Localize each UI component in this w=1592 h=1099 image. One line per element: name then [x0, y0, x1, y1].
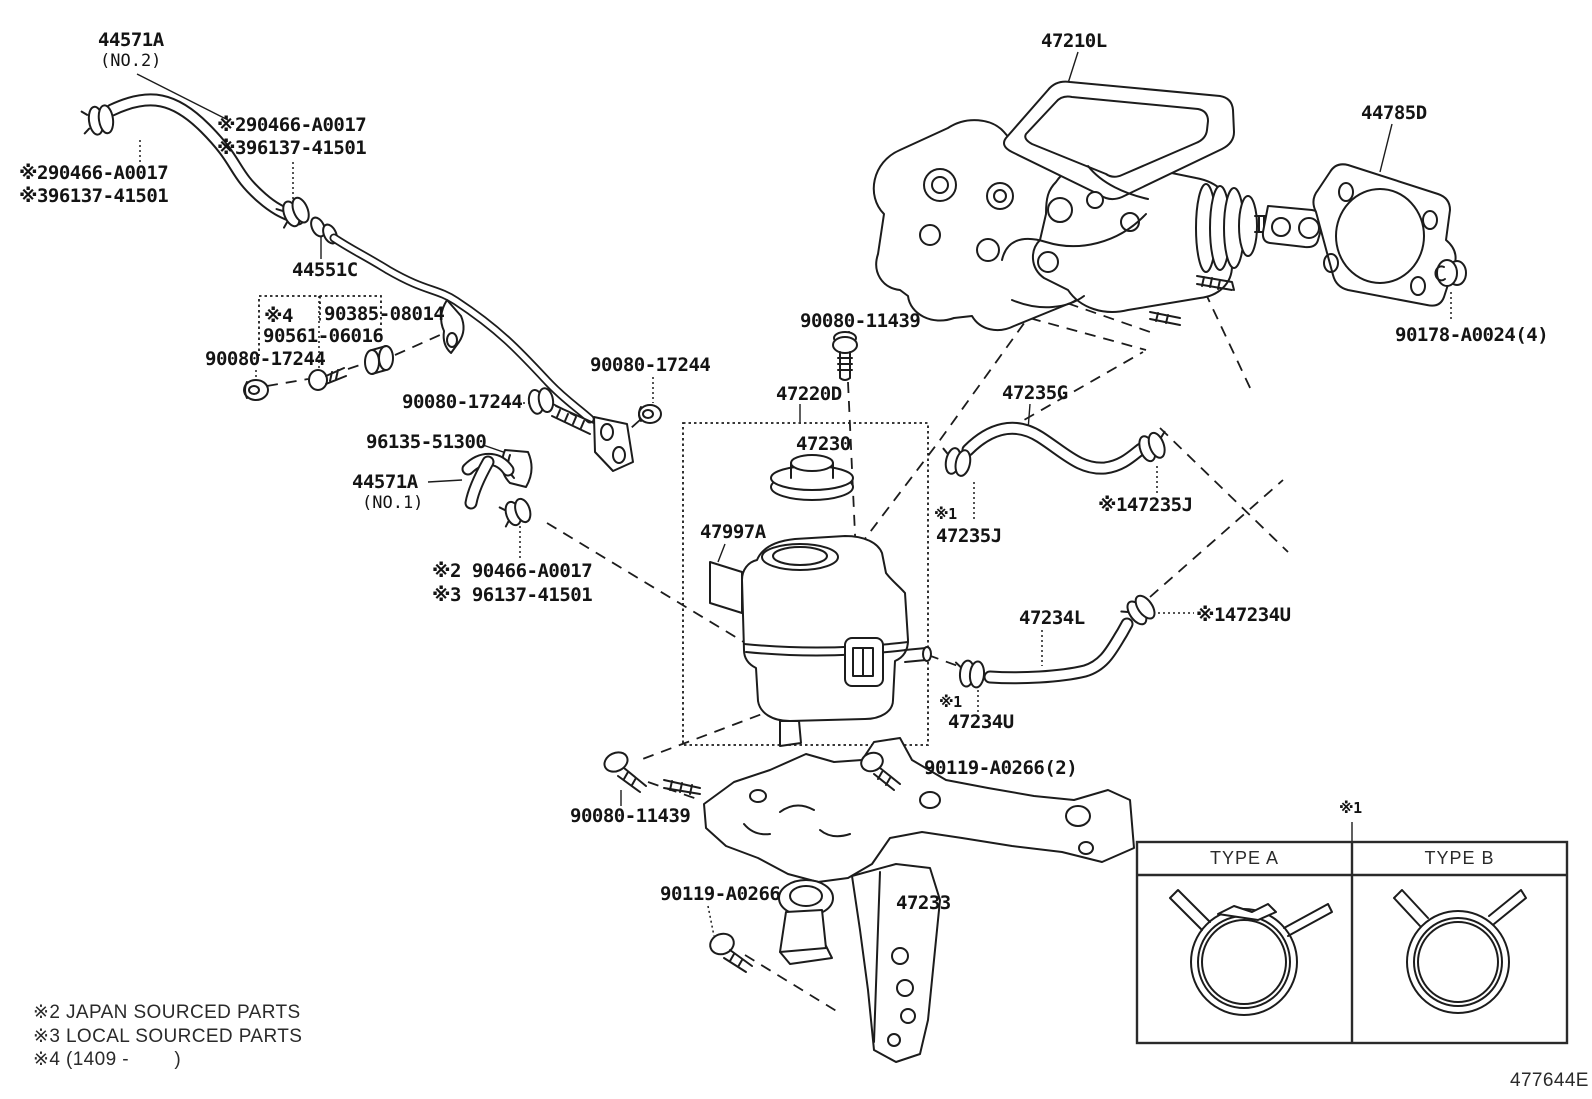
part-label-90561: 90561-06016 [263, 325, 384, 347]
part-label-90466-ref2: ※2 90466-A0017 [432, 560, 593, 582]
part-label-47220d: 47220D [776, 383, 842, 405]
part-label-396137-top: ※396137-41501 [217, 137, 367, 159]
clamp-table-header-type-b: TYPE B [1424, 848, 1495, 868]
part-label-47233: 47233 [896, 892, 951, 914]
hose-clamp-icon [498, 497, 532, 528]
reservoir-tank [741, 535, 932, 747]
ref-label-1-table: ※1 [1339, 799, 1362, 817]
hose-clamp-icon [942, 447, 972, 477]
part-label-90080-17244-b: 90080-17244 [590, 354, 711, 376]
part-label-90080-11439-bot: 90080-11439 [570, 805, 691, 827]
pipe-end-fasteners [527, 331, 858, 424]
hose-44571a-no1 [461, 452, 532, 528]
bracket-47233 [603, 737, 1135, 1063]
clamp-type-b-drawing [1393, 889, 1527, 1014]
reservoir-group-box [682, 422, 932, 747]
nut-icon [243, 379, 269, 401]
pipe-44551c [310, 216, 634, 488]
part-label-44571a-no2: 44571A [98, 29, 164, 51]
hose-44571a-no2 [80, 93, 310, 229]
part-label-90178: 90178-A0024(4) [1395, 324, 1549, 346]
grommet-mount [778, 879, 834, 965]
bolt-90080-11439-top-icon [832, 331, 858, 381]
part-label-96137-ref3: ※3 96137-41501 [432, 584, 593, 606]
part-label-90080-17244-c: 90080-17244 [402, 391, 523, 413]
note-local-sourced: ※3 LOCAL SOURCED PARTS [33, 1026, 303, 1047]
hose-clamp-icon [80, 104, 115, 136]
bushing-icon [364, 345, 394, 375]
ref-label-1b: ※1 [939, 693, 962, 711]
caution-label-plate [709, 561, 743, 614]
fastener-row [243, 345, 394, 401]
clamp-type-table [1135, 840, 1569, 1045]
part-label-96135: 96135-51300 [366, 431, 487, 453]
hose-47234l [954, 594, 1156, 689]
part-label-47210l: 47210L [1041, 30, 1107, 52]
bolt-90119-a0266-icon [709, 932, 753, 973]
part-label-90080-11439-top: 90080-11439 [800, 310, 921, 332]
part-label-47234l: 47234L [1019, 607, 1085, 629]
nut-icon [638, 404, 662, 424]
part-label-47997a: 47997A [700, 521, 766, 543]
part-label-47235g: 47235G [1002, 382, 1068, 404]
part-label-90385: 90385-08014 [324, 303, 445, 325]
reservoir-cap [770, 454, 854, 501]
part-label-44551c: 44551C [292, 259, 358, 281]
clamp-type-a-drawing [1169, 889, 1333, 1016]
hose-clamp-icon [1120, 594, 1156, 626]
part-label-47230: 47230 [796, 433, 851, 455]
ref-label-1a: ※1 [934, 505, 957, 523]
bolt-90080-11439-bottom-icon [603, 751, 647, 793]
note-japan-sourced: ※2 JAPAN SOURCED PARTS [33, 1002, 301, 1023]
hose-clamp-icon [954, 659, 986, 689]
bolt-90119-a0266-2-icon [860, 751, 901, 791]
part-label-47235j-right: ※147235J [1098, 494, 1193, 516]
part-label-90119-2: 90119-A0266(2) [924, 757, 1078, 779]
note-date-range: ※4 (1409 - ) [33, 1049, 182, 1070]
bolt-icon [308, 367, 347, 391]
part-label-290466-left: ※290466-A0017 [19, 162, 169, 184]
part-label-396137-left: ※396137-41501 [19, 185, 169, 207]
gasket-44785d [1312, 163, 1467, 307]
drawing-number: 477644E [1510, 1070, 1589, 1091]
part-label-44571a-no2-sub: (NO.2) [100, 51, 162, 71]
clamp-table-header-type-a: TYPE A [1209, 848, 1280, 868]
part-label-47234u: 47234U [948, 711, 1014, 733]
part-label-44571a-no1: 44571A [352, 471, 418, 493]
part-label-44571a-no1-sub: (NO.1) [362, 493, 424, 513]
clamp-icon [527, 387, 555, 415]
ref-label-4: ※4 [264, 305, 293, 327]
part-label-47235j: 47235J [936, 525, 1002, 547]
part-label-90119: 90119-A0266 [660, 883, 781, 905]
hardware-group-box [258, 295, 382, 356]
hose-clamp-icon [1138, 430, 1166, 463]
nut-90178-icon [1434, 259, 1467, 287]
part-label-90080-17244-a: 90080-17244 [205, 348, 326, 370]
dashed-leader-lines [266, 271, 1289, 1013]
brake-booster-assembly [872, 80, 1324, 332]
hose-47235g [942, 421, 1166, 477]
part-label-47234u-right: ※147234U [1196, 604, 1291, 626]
part-label-44785d: 44785D [1361, 102, 1427, 124]
part-label-290466-top: ※290466-A0017 [217, 114, 367, 136]
